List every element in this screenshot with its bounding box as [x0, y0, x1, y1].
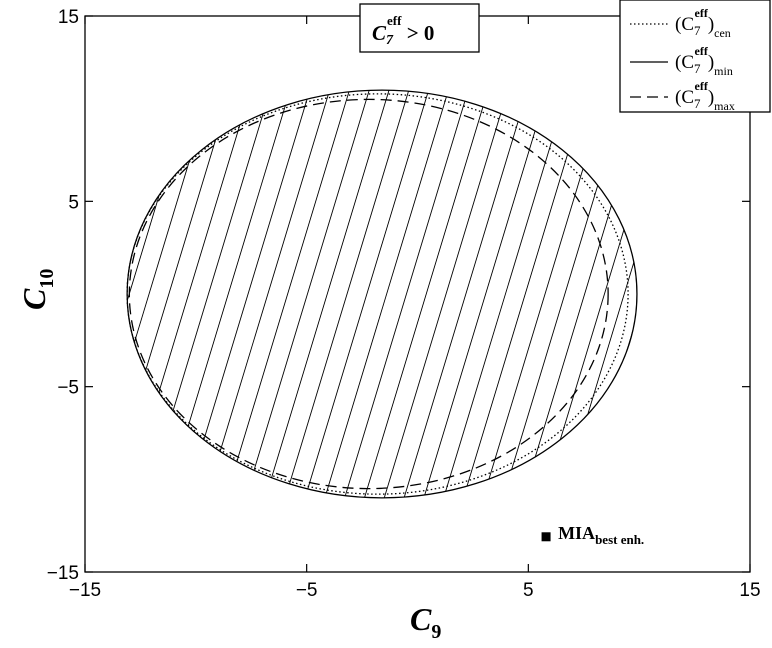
x-tick-label: −15	[69, 580, 101, 601]
hatch-line	[282, 90, 452, 498]
mia-label-main: MIA	[558, 523, 595, 543]
y-axis-title: C10	[16, 269, 58, 310]
contour-curves	[126, 89, 638, 499]
hatch-line	[262, 90, 432, 498]
annotation-box: C7 eff > 0	[359, 3, 480, 53]
x-tick-label: 5	[523, 580, 534, 601]
y-tick-label: 15	[58, 7, 79, 28]
x-tick-label: 15	[739, 580, 760, 601]
legend-label-cen: (C7eff)cen	[675, 6, 731, 40]
hatch-line	[321, 90, 492, 498]
annotation-c: C	[372, 21, 387, 45]
annotation-tail: > 0	[401, 21, 434, 45]
mia-marker-label: MIAbest enh.	[558, 523, 644, 547]
x-axis-title: C9	[410, 601, 441, 643]
y-tick-label: −15	[47, 563, 79, 584]
legend-label-max: (C7eff)max	[675, 79, 735, 113]
contour-cen	[126, 93, 629, 495]
contour-max	[128, 98, 609, 490]
y-tick-label: −5	[57, 378, 79, 399]
mia-marker	[541, 532, 551, 542]
legend-label-min: (C7eff)min	[675, 44, 733, 78]
y-tick-label: 5	[68, 192, 79, 213]
y-tick-labels: −15 −5 5 15	[47, 7, 79, 584]
hatch-line	[301, 90, 472, 498]
hatch-line	[341, 90, 511, 498]
annotation-sup: eff	[387, 13, 402, 28]
mia-label-sub: best enh.	[595, 532, 644, 547]
annotation-sub: 7	[386, 33, 394, 48]
x-tick-labels: −15 −5 5 15	[69, 580, 761, 601]
svg-text:C7eff > 0: C7 eff > 0	[372, 13, 434, 48]
legend: (C7eff)cen (C7eff)min (C7eff)max	[619, 0, 771, 113]
contour-min	[126, 89, 638, 499]
x-tick-label: −5	[296, 580, 318, 601]
